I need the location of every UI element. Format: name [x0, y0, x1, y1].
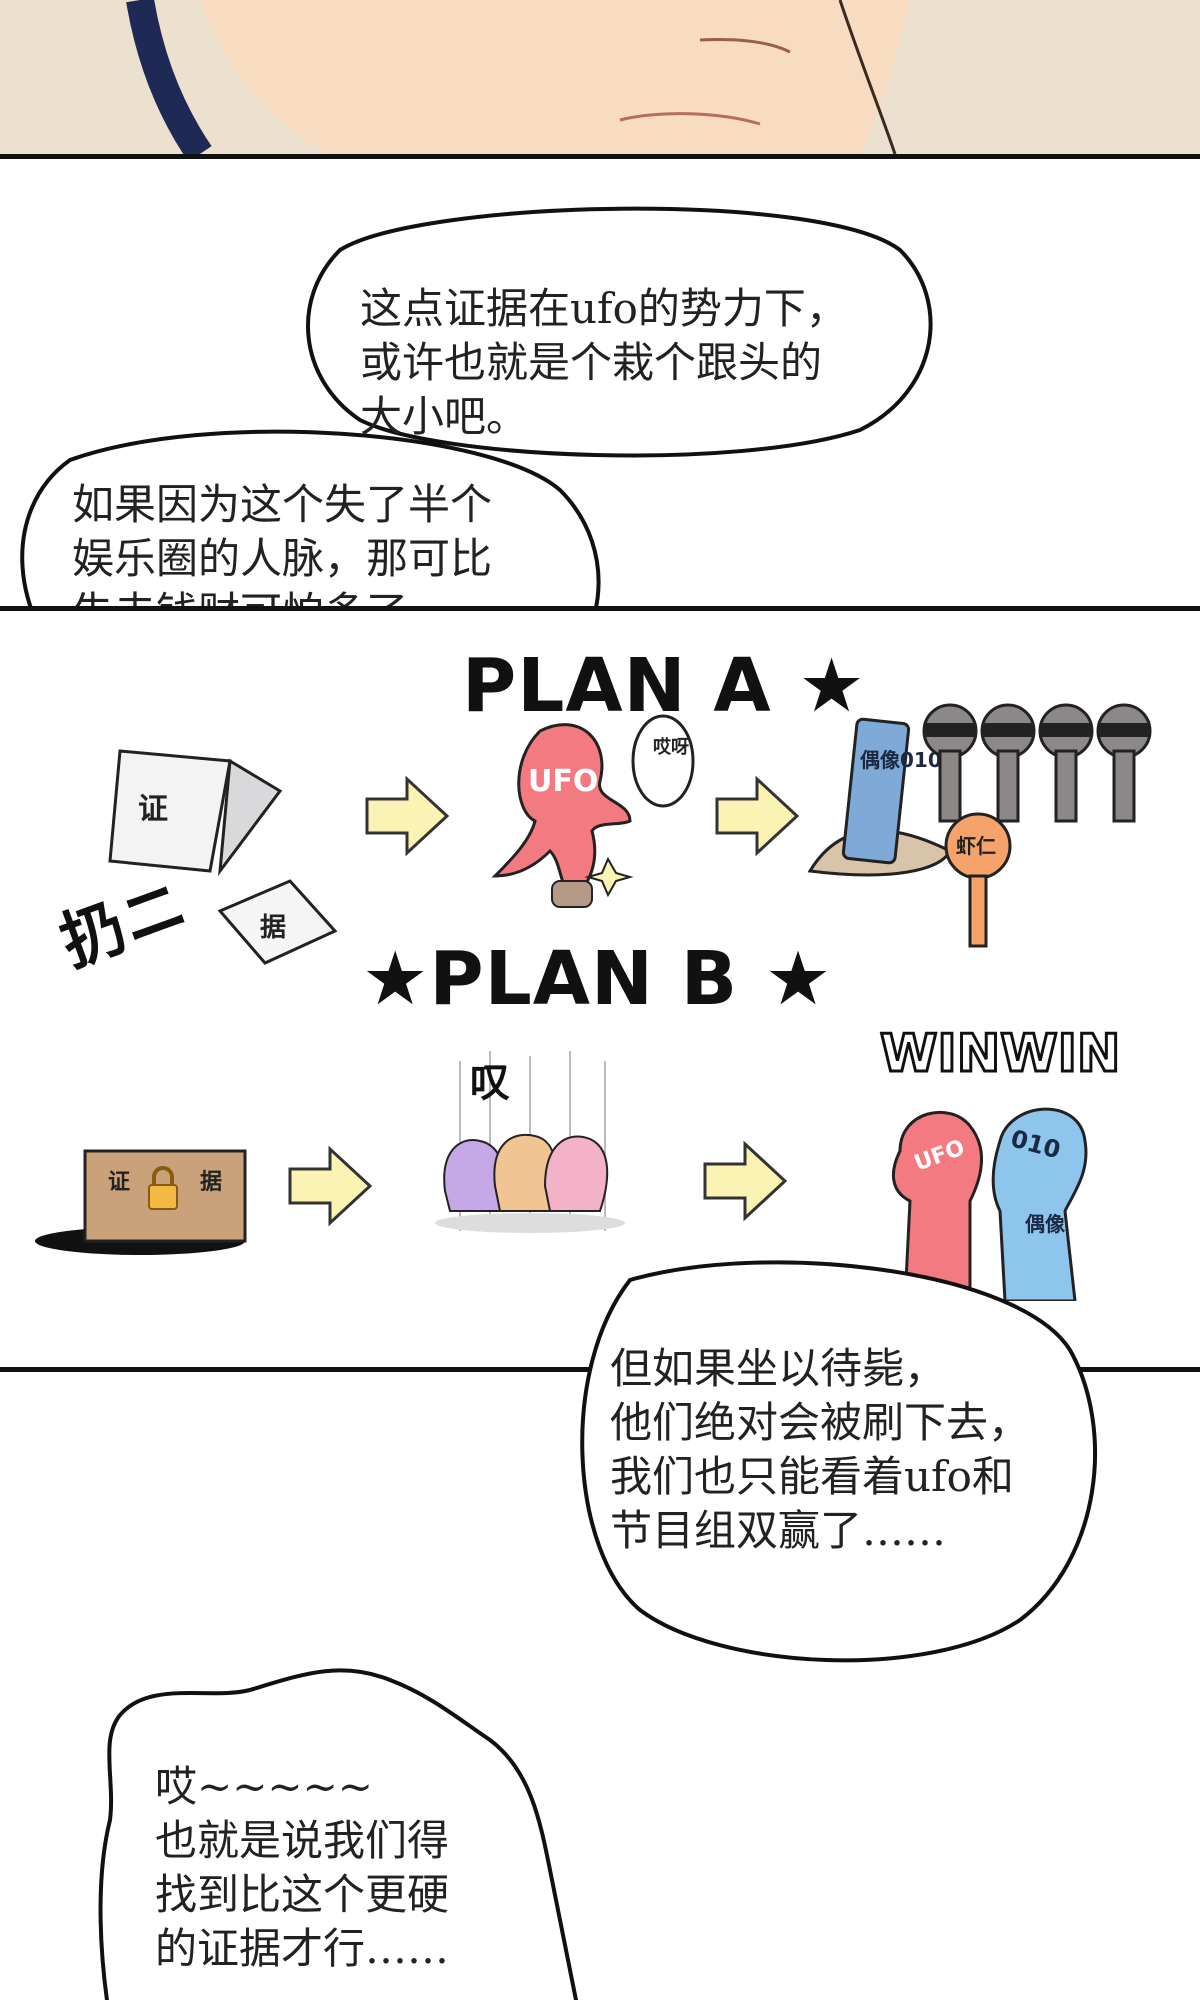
speech-bubble-bottom-left: [98, 1668, 579, 2000]
face-panel: [0, 0, 1200, 159]
plan-b-title: ★PLAN B ★: [362, 936, 833, 1022]
arrow-right-icon: [703, 1140, 788, 1222]
bubble-text-mid-right: 但如果坐以待毙， 他们绝对会被刷下去， 我们也只能看着ufo和 节目组双赢了……: [610, 1344, 1031, 1555]
arrow-right-icon: [365, 775, 450, 857]
paper-char-1: 证: [138, 792, 168, 827]
paper-char-2: 据: [260, 913, 286, 943]
arrow-right-icon: [288, 1145, 373, 1227]
ufo-speech-text: 哎呀: [653, 737, 689, 758]
arrow-right-icon: [715, 775, 800, 857]
lock-icon: [148, 1166, 178, 1210]
face-illustration: [0, 0, 1200, 154]
ufo-figure: UFO: [491, 723, 634, 908]
pin-label: 虾仁: [956, 834, 996, 858]
tombstone-scene: 偶像010 虾仁: [807, 703, 1152, 948]
winwin-text: WINWIN: [880, 1024, 1120, 1084]
bubble-text-top-right: 这点证据在ufo的势力下， 或许也就是个栽个跟头的 大小吧。: [360, 284, 848, 441]
box-char-right: 据: [200, 1170, 222, 1195]
ufo-label: UFO: [528, 764, 598, 799]
ufo-speech-bubble: 哎呀: [631, 714, 695, 808]
plans-panel: PLAN A ★ 证 据 扔ニ UFO 哎呀 偶像010: [0, 606, 1200, 1372]
locked-evidence-box: 证 据: [35, 1149, 247, 1255]
bubble-text-bottom-left: 哎~~~~~ 也就是说我们得 找到比这个更硬 的证据才行……: [155, 1762, 450, 1973]
speech-bubble-mid-right: [580, 1260, 1097, 1663]
sfx-sigh: 叹: [470, 1060, 510, 1106]
tombstone-label: 偶像010: [860, 748, 942, 772]
thrown-papers: 证 据: [108, 749, 338, 965]
speech-bubble-top-right: [306, 206, 933, 458]
winwin-scene: WINWIN UFO 010 偶像: [879, 1023, 1122, 1301]
box-char-left: 证: [108, 1170, 130, 1195]
huddled-figures: 叹: [435, 1051, 625, 1233]
idol-chars: 偶像: [1025, 1212, 1066, 1236]
